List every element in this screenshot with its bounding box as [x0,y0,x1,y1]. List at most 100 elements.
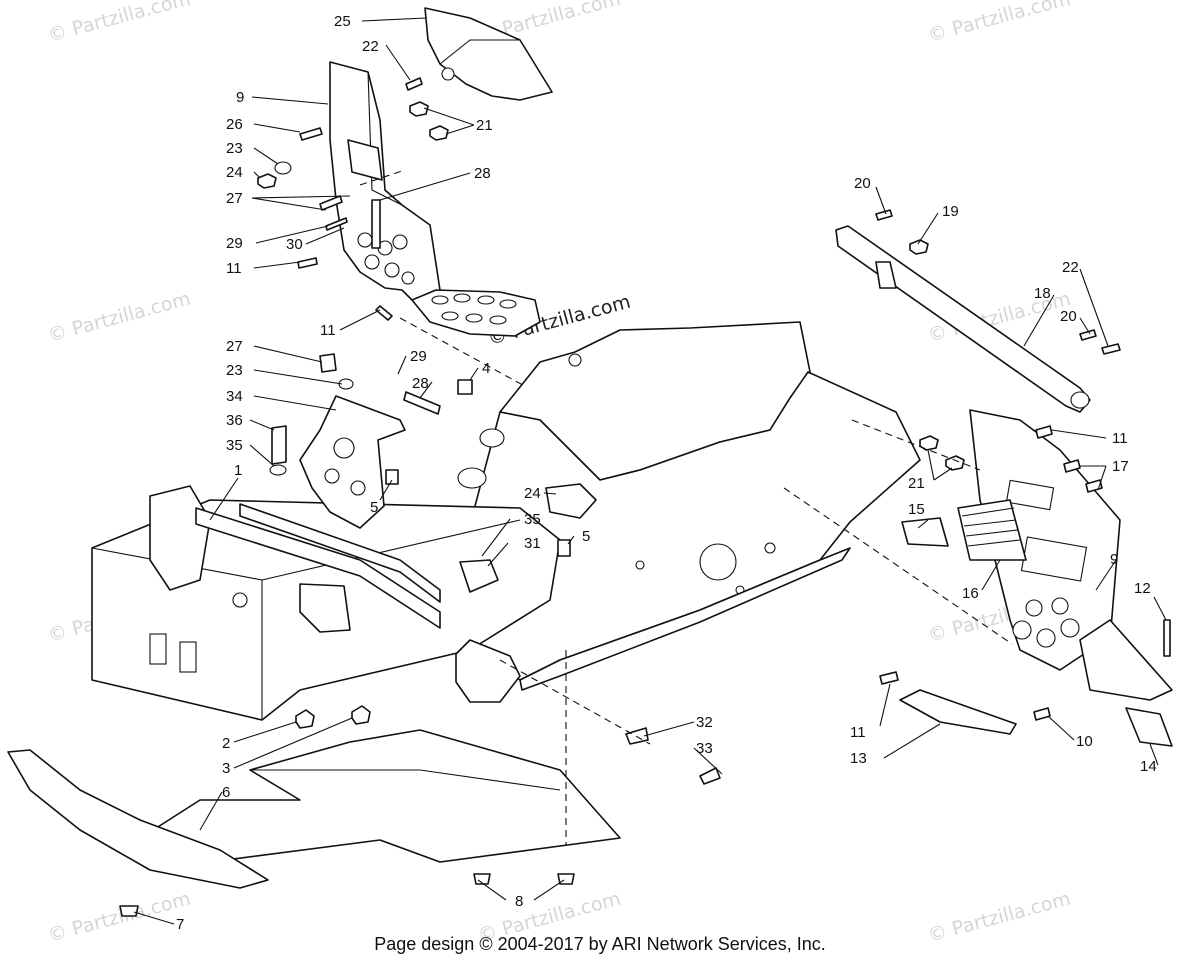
callout-label: 27 [226,190,243,207]
leader-line [1047,715,1075,741]
leader-line [251,195,351,211]
leader-line [567,535,575,545]
frame-bottom-lip [519,547,851,691]
plate-hole [465,313,483,323]
callout-label: 11 [226,260,242,277]
plate-hole [489,315,507,325]
nut-icon [351,705,371,725]
callout-label: 5 [370,499,378,516]
pin-icon [371,199,381,249]
plate-hole [441,311,459,321]
bolt-icon [319,195,343,211]
nut-icon [257,173,277,189]
callout-label: 18 [1034,285,1051,302]
leader-line [917,212,939,245]
rail [195,507,441,629]
leader-line [251,96,329,105]
callout-label: 25 [334,13,351,30]
plate-hole [499,299,517,309]
nut-icon [295,709,315,729]
callout-label: 12 [1134,580,1151,597]
leader-line [927,449,953,481]
panel-hole [1036,628,1056,648]
bolt-icon [405,77,423,91]
screw-icon [473,873,491,885]
frame-hole [635,560,645,570]
bracket-hole [364,254,380,270]
panel-hole [1060,618,1080,638]
mesh-line [961,507,1021,547]
bushing-icon [557,539,571,557]
callout-label: 2 [222,735,230,752]
callout-label: 6 [222,784,230,801]
callout-label: 10 [1076,733,1093,750]
leader-line [879,683,891,727]
center-bracket-assembly [269,353,597,729]
callout-label: 23 [226,140,243,157]
drive-hole [699,543,737,581]
washer-icon [269,464,287,476]
callout-label: 22 [1062,259,1079,276]
leader-line [875,186,887,215]
callout-label: 7 [176,916,184,933]
callout-label: 31 [524,535,541,552]
steering-block [347,139,383,181]
leader-line [693,747,723,775]
lower-panel [1079,619,1173,701]
center-bracket-shape [299,395,406,529]
leader-line [1079,268,1109,347]
front-skid-plate [7,749,269,889]
footrest-plate [411,289,541,337]
bolt-icon [319,353,337,373]
upper-fasteners [257,77,449,321]
leader-line [249,419,275,431]
rivet-icon [375,305,393,321]
plate-hole [431,295,449,305]
panel-slot [1005,479,1055,511]
watermark: © Partzilla.com [926,0,1073,47]
leader-line [423,107,475,135]
callout-label: 19 [942,203,959,220]
screw-icon [119,905,139,917]
nut-icon [409,101,429,117]
assembly-line [783,487,1013,645]
bracket-hole [324,468,340,484]
bushing-icon [385,469,399,485]
hood-bracket-edge [439,39,520,65]
clamp-icon [545,483,597,519]
frame-edge [261,519,521,581]
callout-label: 3 [222,760,230,777]
callout-label: 4 [482,360,490,377]
front-slot [179,641,197,673]
leader-line [1153,596,1167,621]
callout-label: 17 [1112,458,1129,475]
tube-end [457,467,487,489]
callout-label: 21 [908,475,925,492]
screw-icon [1079,329,1097,341]
nut-icon [945,455,965,471]
screw-icon [875,209,893,221]
leader-line [543,492,557,495]
rivet-icon [297,257,318,269]
panel-hole [1012,620,1032,640]
callout-label: 22 [362,38,379,55]
front-slot [149,633,167,665]
bracket-hole [384,262,400,278]
leader-line [419,381,433,399]
leader-line [253,123,301,133]
leader-line [385,44,411,81]
callout-label: 20 [1060,308,1077,325]
bracket-hole [350,480,366,496]
leader-line [1149,743,1159,766]
steering-tube [455,639,521,703]
leader-line [133,911,175,925]
callout-label: 24 [524,485,541,502]
leader-line [361,17,427,22]
callout-label: 11 [1112,430,1128,447]
bolt-icon [1163,619,1171,657]
leader-line [255,225,329,244]
belly-pan-assembly [7,650,721,917]
leader-line [253,147,279,165]
callout-label: 27 [226,338,243,355]
leader-line [249,444,275,467]
